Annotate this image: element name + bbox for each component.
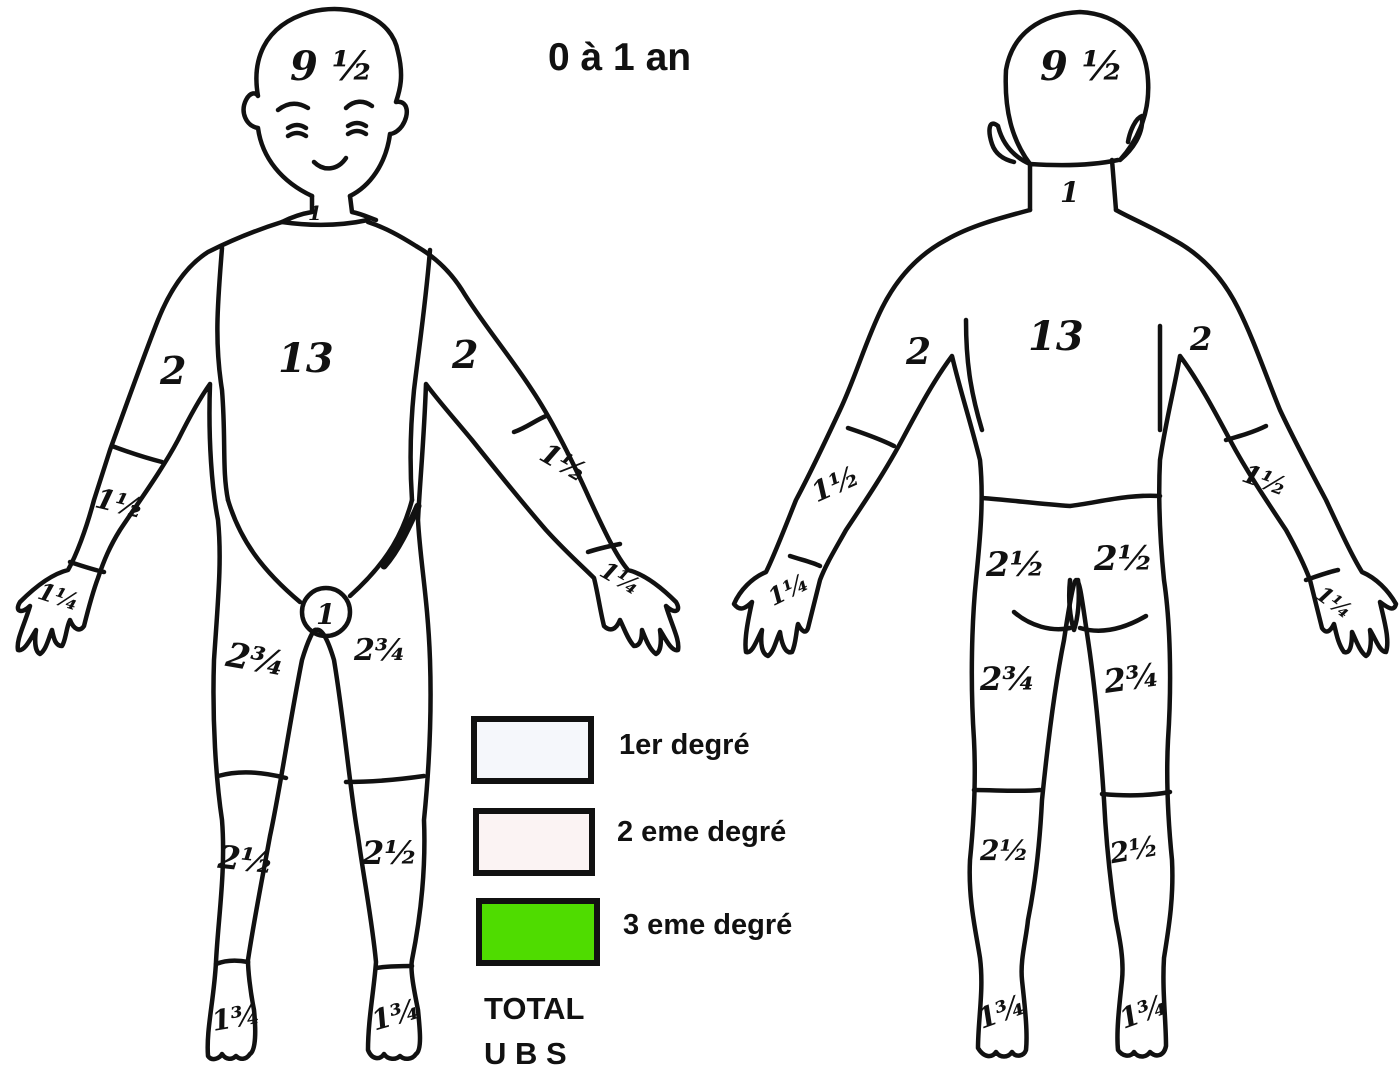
front-thigh-left-value: 2¾	[353, 633, 406, 668]
front-genital-value: 1	[316, 598, 335, 631]
front-neck-value: 1	[308, 201, 322, 225]
total-label: TOTAL	[484, 991, 584, 1027]
legend-label-third-degree: 3 eme degré	[623, 909, 792, 942]
front-leg-right-value: 2½	[215, 838, 275, 882]
legend-swatch-first-degree	[471, 716, 594, 784]
front-head-value: 9 ½	[290, 43, 373, 90]
front-neck	[282, 196, 376, 225]
front-forearm-band-right-top	[112, 446, 162, 462]
back-buttock-left-value: 2½	[985, 545, 1045, 585]
front-eye-right	[348, 123, 366, 134]
back-buttock-crease	[1014, 580, 1146, 631]
back-knee-band-right	[1102, 792, 1170, 795]
front-forearm-band-left-top	[514, 416, 546, 432]
front-upper-arm-left-value: 2	[451, 332, 478, 377]
front-hand-left-value: 1¼	[595, 555, 646, 601]
front-forearm-left-value: 1½	[534, 436, 593, 489]
back-forearm-band-right-bottom	[1306, 570, 1338, 580]
back-waist-line	[982, 496, 1160, 506]
back-upper-arm-left-value: 2	[905, 331, 931, 373]
front-groin-thick	[384, 506, 418, 566]
front-forearm-right-value: 1½	[92, 482, 147, 526]
front-eyebrow-left	[278, 104, 308, 110]
back-hand-left-value: 1¼	[763, 567, 813, 611]
front-forearm-band-right-bottom	[70, 562, 104, 572]
front-mouth	[314, 158, 346, 168]
front-foot-left-value: 1¾	[368, 992, 424, 1037]
back-neck-value: 1	[1060, 176, 1079, 209]
legend-swatch-third-degree	[476, 898, 600, 966]
back-trunk-value: 13	[1028, 313, 1084, 360]
back-forearm-band-right-top	[1226, 426, 1266, 440]
front-torso-left-line	[217, 248, 228, 500]
front-upper-arm-right-value: 2	[159, 348, 186, 393]
back-forearm-band-left-bottom	[790, 556, 820, 566]
front-groin-line-left	[228, 500, 300, 602]
back-forearm-right-value: 1½	[1238, 459, 1291, 503]
back-knee-band-left	[974, 790, 1040, 791]
back-thigh-right-value: 2¾	[1100, 656, 1161, 702]
legend-swatch-second-degree	[473, 808, 595, 876]
front-hand-right-value: 1¼	[35, 576, 84, 616]
back-thigh-left-value: 2¾	[979, 660, 1036, 698]
page-title: 0 à 1 an	[548, 36, 691, 80]
back-buttock-right-value: 2½	[1093, 539, 1153, 579]
front-groin-line-right	[350, 500, 412, 596]
front-eyebrow-right	[346, 102, 372, 108]
front-thigh-right-value: 2¾	[222, 635, 288, 685]
front-leg-left-value: 2½	[361, 834, 418, 872]
ubs-label: U B S	[484, 1036, 567, 1072]
front-ankle-band-right	[216, 961, 248, 964]
front-knee-band-right	[218, 772, 286, 778]
front-ankle-band-left	[376, 966, 412, 968]
back-head-value: 9 ½	[1040, 43, 1123, 90]
legend-label-first-degree: 1er degré	[619, 729, 750, 762]
front-trunk-value: 13	[278, 335, 334, 382]
front-knee-band-left	[346, 776, 424, 782]
back-figure	[734, 12, 1396, 1057]
back-leg-right-value: 2½	[1106, 829, 1161, 870]
front-eye-left	[288, 125, 306, 136]
back-forearm-band-left-top	[848, 428, 894, 446]
back-labels: 9 ½ 1 13 2 2 1½ 1½ 1¼ 1¼ 2½ 2½ 2¾ 2¾ 2½ …	[763, 43, 1357, 1036]
back-upper-arm-right-value: 2	[1189, 320, 1212, 358]
back-leg-left-value: 2½	[979, 834, 1029, 867]
legend-label-second-degree: 2 eme degré	[617, 816, 786, 849]
